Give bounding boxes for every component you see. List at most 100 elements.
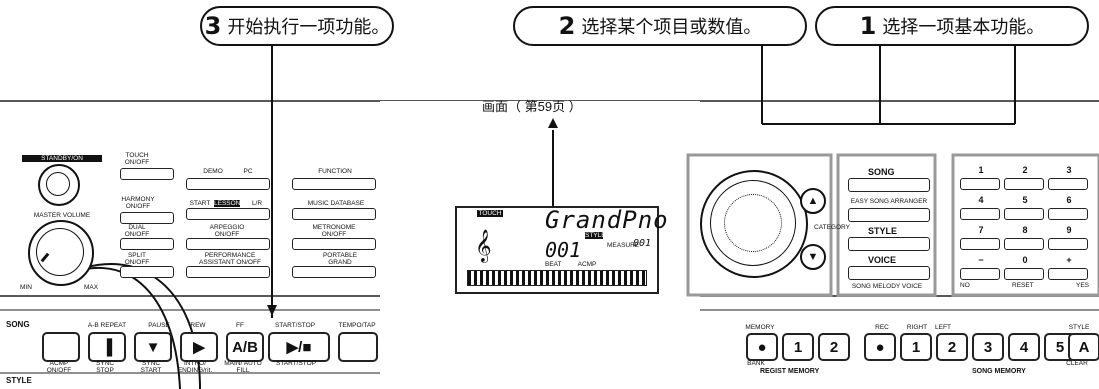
category-label: CATEGORY <box>814 224 850 231</box>
keypad-key-8[interactable] <box>1004 238 1044 250</box>
sync-stop-button[interactable]: ▐ <box>88 332 126 362</box>
music-database-button[interactable] <box>292 208 376 220</box>
track-1-button[interactable]: 1 <box>900 333 932 361</box>
main-button[interactable]: A/B <box>226 332 264 362</box>
screen-caption: 画面（ 第59页 ） <box>482 99 582 114</box>
demo-button[interactable] <box>186 178 270 190</box>
keypad-key-label: 0 <box>1022 255 1028 265</box>
voice-mode-button[interactable] <box>848 266 930 280</box>
memory-label: MEMORY <box>745 324 775 331</box>
harmony-button[interactable] <box>120 212 174 224</box>
step-number: 3 <box>204 12 222 40</box>
rew-label: REW <box>190 322 206 329</box>
lcd-number: 001 <box>545 238 582 262</box>
tempo-tap-label: TEMPO/TAP <box>338 322 376 329</box>
style-mode-button[interactable] <box>848 237 930 251</box>
standby-button[interactable] <box>38 164 80 206</box>
sync-start-button[interactable]: ▼ <box>134 332 172 362</box>
data-dial[interactable] <box>700 170 808 278</box>
demo-label: DEMO <box>203 168 223 175</box>
style-tag: STYLE <box>585 232 606 239</box>
song-mode-button[interactable] <box>848 178 930 192</box>
keypad-key-5[interactable] <box>1004 208 1044 220</box>
keypad-key-3[interactable] <box>1048 178 1088 190</box>
lcd-display: TOUCH GrandPno 𝄞 001 STYLE MEASURE 001 B… <box>455 206 668 294</box>
metronome-label: METRONOME ON/OFF <box>312 224 356 238</box>
keypad-key-7[interactable] <box>960 238 1000 250</box>
touch-label: TOUCH ON/OFF <box>124 152 150 166</box>
lesson-badge: LESSON <box>214 200 241 207</box>
measure-value: 001 <box>633 238 652 249</box>
keypad-key-9[interactable] <box>1048 238 1088 250</box>
rec-label: REC <box>875 324 889 331</box>
song-section-label: SONG <box>6 320 30 329</box>
performance-assistant-button[interactable] <box>186 266 270 278</box>
keypad-key-2[interactable] <box>1004 178 1044 190</box>
lr-label: L/R <box>251 200 263 207</box>
arpeggio-button[interactable] <box>186 238 270 250</box>
keypad-key-label: 5 <box>1022 195 1028 205</box>
callout-step2: 2 选择某个项目或数值。 <box>513 6 807 46</box>
standby-label: STANDBY/ON <box>22 155 102 162</box>
max-label: MAX <box>84 284 99 291</box>
metronome-button[interactable] <box>292 238 376 250</box>
start-stop-button[interactable]: ▶/■ <box>268 332 330 362</box>
memory-button[interactable]: ● <box>746 333 778 361</box>
portable-grand-button[interactable] <box>292 266 376 278</box>
rec-button[interactable]: ● <box>864 333 896 361</box>
touch-button[interactable] <box>120 168 174 180</box>
portable-grand-label: PORTABLE GRAND <box>322 252 358 266</box>
track-2-button[interactable]: 2 <box>936 333 968 361</box>
keypad-key-label: 6 <box>1066 195 1072 205</box>
regist-1-button[interactable]: 1 <box>782 333 814 361</box>
reset-label: RESET <box>1012 282 1034 289</box>
bank-label: BANK <box>747 360 765 367</box>
regist-2-button[interactable]: 2 <box>818 333 850 361</box>
split-button[interactable] <box>120 266 174 278</box>
keypad-key-label: 1 <box>978 165 984 175</box>
arpeggio-label: ARPEGGIO ON/OFF <box>209 224 245 238</box>
keypad-key-1[interactable] <box>960 178 1000 190</box>
start-stop-top-label: START/STOP <box>274 322 316 329</box>
keypad-key-label: 8 <box>1022 225 1028 235</box>
song-memory-label: SONG MEMORY <box>972 368 1026 375</box>
category-down-button[interactable]: ▼ <box>800 244 826 270</box>
style-section-label: STYLE <box>6 376 32 385</box>
beat-label: BEAT <box>545 261 562 268</box>
dual-button[interactable] <box>120 238 174 250</box>
keypad-key-10[interactable] <box>960 268 1000 280</box>
style-mem-label: STYLE <box>1068 324 1090 331</box>
master-volume-knob[interactable] <box>28 220 94 286</box>
left-label: LEFT <box>935 324 951 331</box>
start-stop-bottom-label: START/STOP <box>275 360 317 367</box>
function-button[interactable] <box>292 178 376 190</box>
lcd-voice-name: GrandPno <box>545 206 669 234</box>
song-mode-label: SONG <box>868 167 895 177</box>
performance-assistant-label: PERFORMANCE ASSISTANT ON/OFF <box>199 252 261 266</box>
yes-label: YES <box>1076 282 1090 289</box>
treble-clef-icon: 𝄞 <box>475 230 492 261</box>
acmp-label: ACMP ON/OFF <box>46 360 72 374</box>
keypad-key-4[interactable] <box>960 208 1000 220</box>
keypad-key-12[interactable] <box>1048 268 1088 280</box>
keypad-key-label: 3 <box>1066 165 1072 175</box>
track-3-button[interactable]: 3 <box>972 333 1004 361</box>
style-track-button[interactable]: A <box>1068 333 1099 361</box>
ab-repeat-label: A-B REPEAT <box>87 322 127 329</box>
dual-label: DUAL ON/OFF <box>124 224 150 238</box>
keypad-key-11[interactable] <box>1004 268 1044 280</box>
easy-song-arranger-button[interactable] <box>848 208 930 222</box>
acmp-button[interactable] <box>42 332 80 362</box>
regist-memory-label: REGIST MEMORY <box>760 368 820 375</box>
step-text: 选择某个项目或数值。 <box>581 17 762 37</box>
category-up-button[interactable]: ▲ <box>800 188 826 214</box>
keypad-key-6[interactable] <box>1048 208 1088 220</box>
intro-button[interactable]: ▶ <box>180 332 218 362</box>
step-text: 开始执行一项功能。 <box>227 17 390 37</box>
harmony-label: HARMONY ON/OFF <box>121 196 155 210</box>
step-text: 选择一项基本功能。 <box>882 17 1045 37</box>
step-number: 2 <box>558 12 576 40</box>
tempo-tap-button[interactable] <box>338 332 378 362</box>
lesson-button[interactable] <box>186 208 270 220</box>
track-4-button[interactable]: 4 <box>1008 333 1040 361</box>
